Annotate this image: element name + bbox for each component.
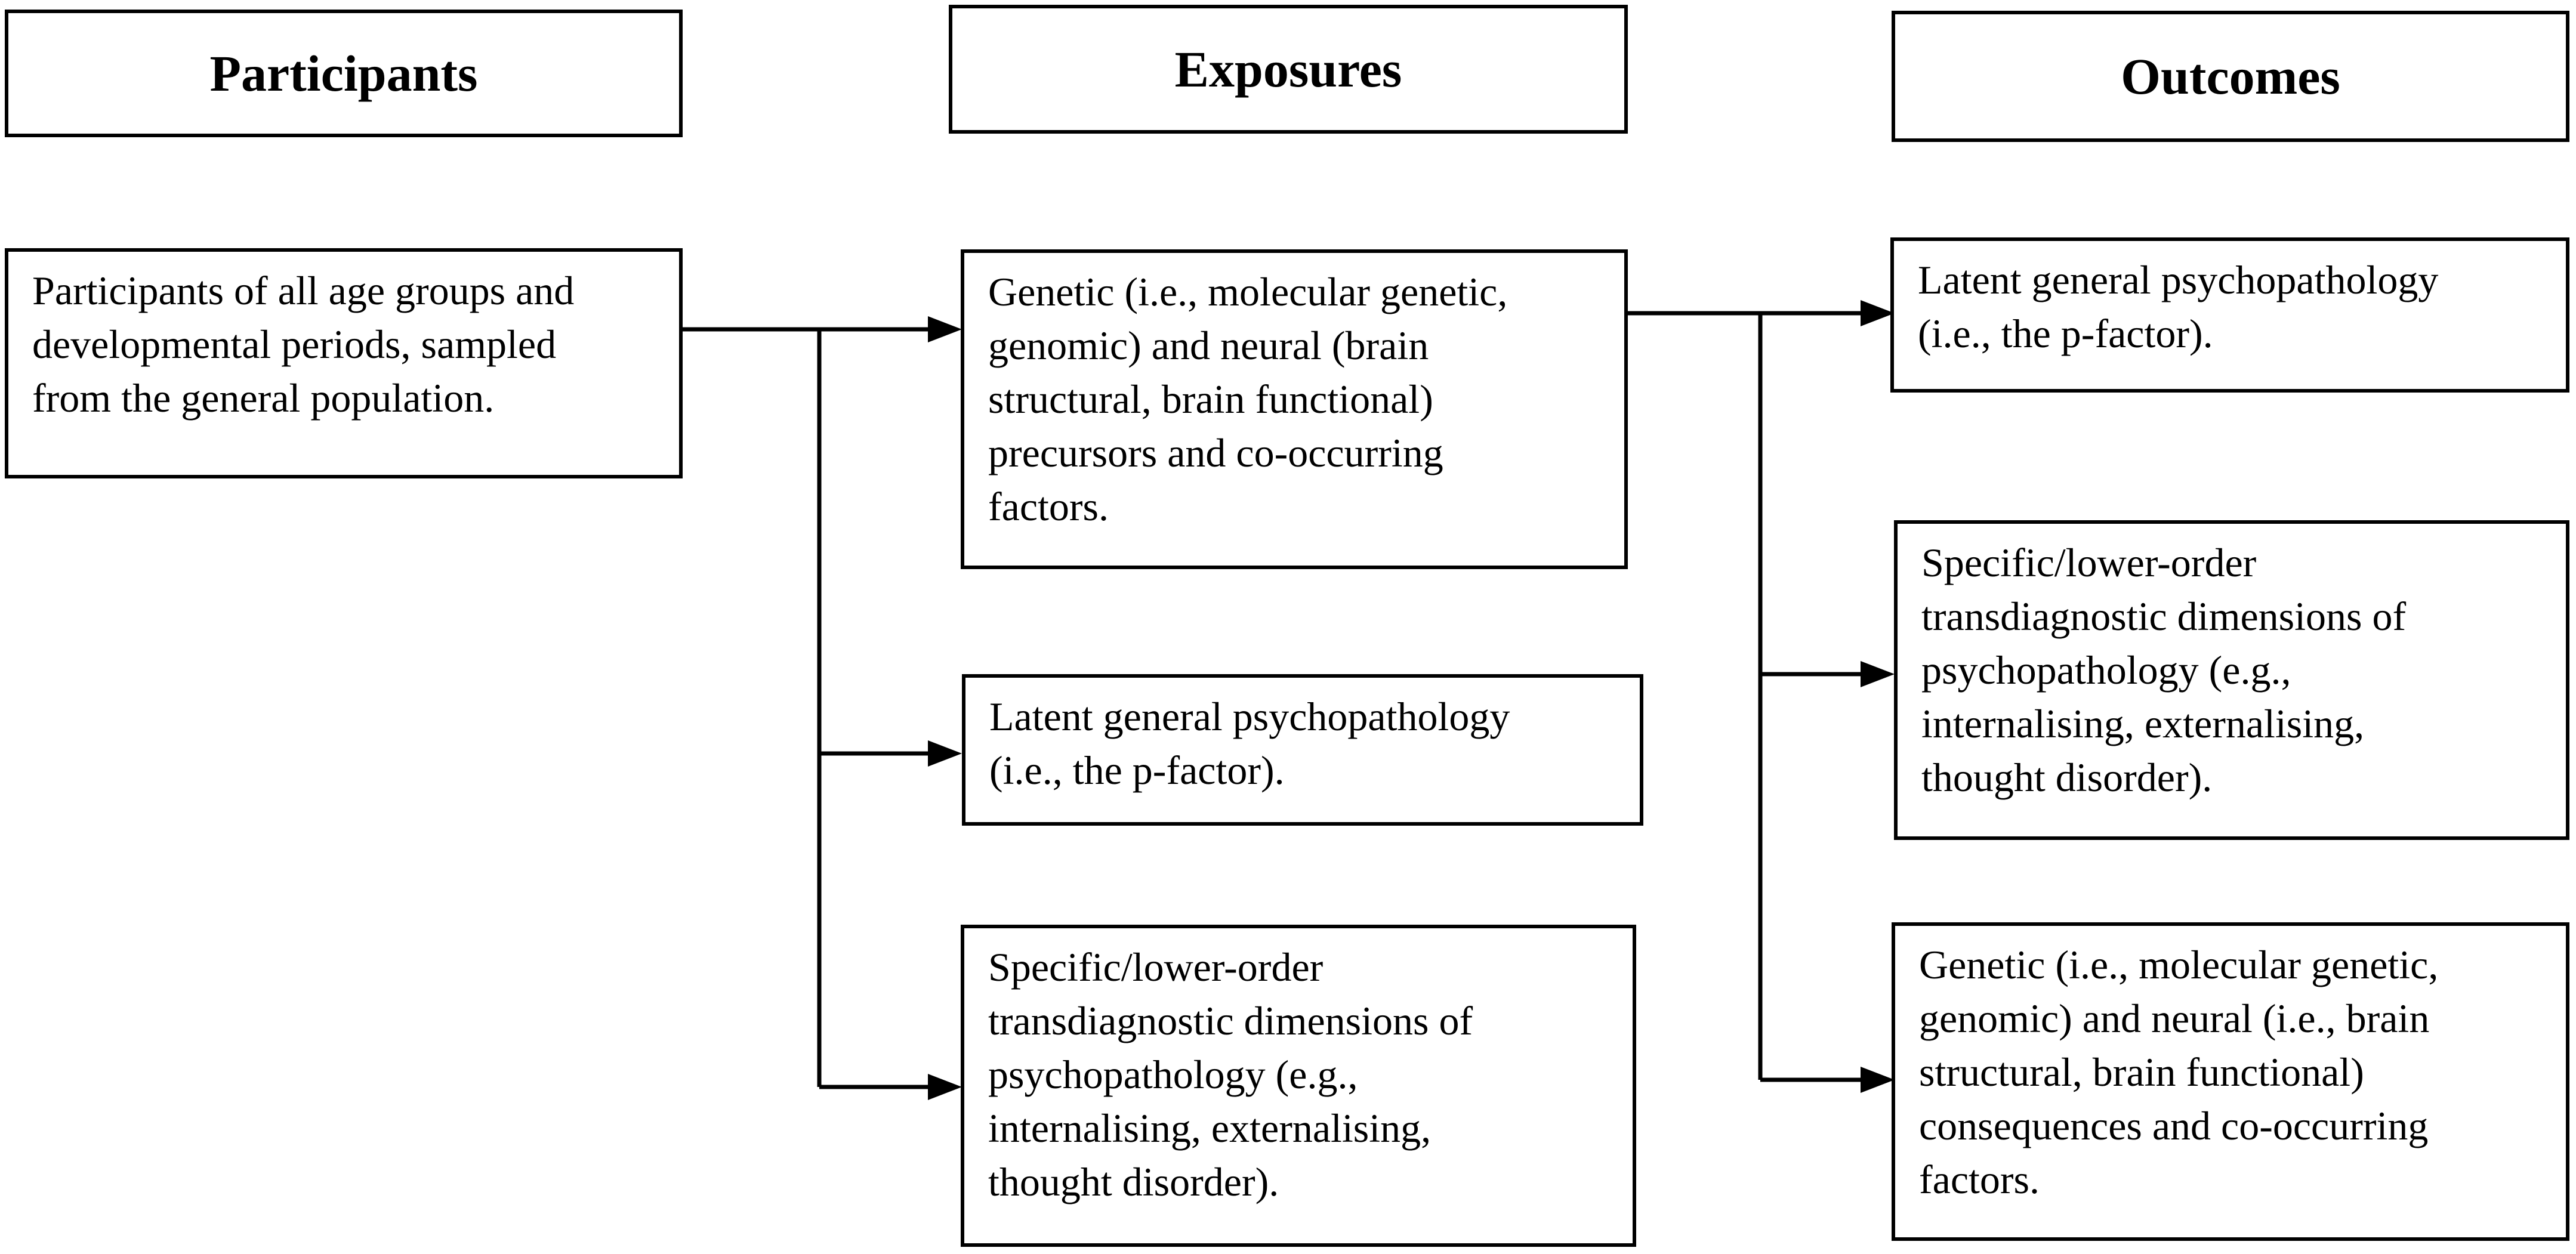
participants-text-line: Participants of all age groups and (32, 268, 575, 313)
arrowhead-outcome-2 (1861, 661, 1895, 687)
outcomes-header-label: Outcomes (2121, 48, 2340, 105)
exposure-text-line: Specific/lower-order (988, 944, 1324, 990)
arrowhead-outcome-3 (1861, 1067, 1895, 1093)
outcome-text-line: thought disorder). (1921, 755, 2213, 800)
outcome-text-line: psychopathology (e.g., (1921, 647, 2291, 693)
outcome-box-transdiagnostic: Specific/lower-order transdiagnostic dim… (1894, 520, 2569, 840)
participants-text-line: from the general population. (32, 375, 495, 421)
exposure-text-line: genomic) and neural (brain (988, 323, 1429, 368)
outcome-text-line: consequences and co-occurring (1919, 1103, 2429, 1148)
exposure-text-line: internalising, externalising, (988, 1105, 1432, 1151)
exposure-text-line: Genetic (i.e., molecular genetic, (988, 269, 1508, 314)
exposure-text-line: (i.e., the p-factor). (989, 748, 1285, 793)
outcome-text-line: (i.e., the p-factor). (1918, 311, 2213, 356)
participants-header-label: Participants (209, 45, 478, 102)
exposure-text-line: Latent general psychopathology (989, 694, 1510, 739)
exposure-text-line: psychopathology (e.g., (988, 1052, 1358, 1097)
participants-header: Participants (5, 10, 683, 137)
outcome-text-line: Latent general psychopathology (1918, 257, 2439, 302)
exposure-text-line: factors. (988, 484, 1109, 529)
outcomes-header: Outcomes (1892, 11, 2569, 142)
outcome-text-line: Specific/lower-order (1921, 540, 2257, 585)
arrowhead-exposure-1 (928, 316, 962, 342)
exposures-header-label: Exposures (1174, 41, 1402, 98)
outcome-box-p-factor: Latent general psychopathology (i.e., th… (1890, 237, 2569, 393)
arrowhead-exposure-3 (928, 1074, 962, 1100)
exposures-header: Exposures (949, 5, 1628, 134)
outcome-box-genetic-neural: Genetic (i.e., molecular genetic, genomi… (1892, 922, 2569, 1241)
outcome-text-line: genomic) and neural (i.e., brain (1919, 996, 2430, 1041)
exposure-box-p-factor: Latent general psychopathology (i.e., th… (962, 674, 1643, 826)
exposure-box-transdiagnostic: Specific/lower-order transdiagnostic dim… (961, 925, 1636, 1247)
arrowhead-outcome-1 (1861, 300, 1895, 326)
outcome-text-line: structural, brain functional) (1919, 1049, 2364, 1095)
outcome-text-line: transdiagnostic dimensions of (1921, 594, 2407, 639)
participants-text-line: developmental periods, sampled (32, 322, 557, 367)
exposure-text-line: structural, brain functional) (988, 376, 1433, 422)
exposure-text-line: precursors and co-occurring (988, 430, 1443, 475)
outcome-text-line: factors. (1919, 1157, 2040, 1202)
outcome-text-line: Genetic (i.e., molecular genetic, (1919, 942, 2439, 987)
outcome-text-line: internalising, externalising, (1921, 701, 2365, 746)
arrowhead-exposure-2 (928, 740, 962, 767)
participants-box: Participants of all age groups and devel… (5, 248, 683, 478)
exposure-box-genetic-neural: Genetic (i.e., molecular genetic, genomi… (961, 249, 1628, 569)
exposure-text-line: transdiagnostic dimensions of (988, 998, 1473, 1043)
exposure-text-line: thought disorder). (988, 1159, 1279, 1204)
